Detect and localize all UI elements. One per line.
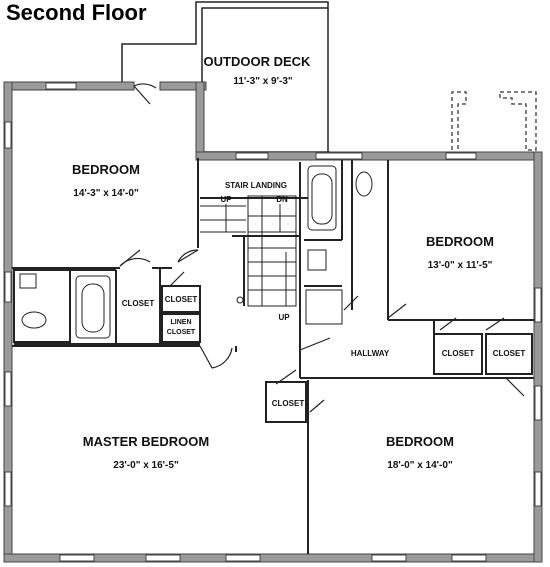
chimney-outline (451, 91, 537, 151)
window (445, 152, 477, 160)
window (534, 287, 542, 323)
closet-label-west: CLOSET (122, 299, 155, 308)
bathtub (75, 275, 111, 339)
bathtub-basin (81, 283, 105, 333)
deck-railing (121, 1, 329, 152)
room-name-bedroom-nw: BEDROOM (72, 162, 140, 177)
room-name-master-bedroom: MASTER BEDROOM (83, 434, 209, 449)
doors (119, 83, 525, 413)
toilet (355, 171, 373, 197)
shower (305, 289, 343, 325)
toilet (21, 311, 47, 329)
plan-title: Second Floor (6, 0, 147, 25)
closet-label-hall-1: CLOSET (442, 349, 475, 358)
window (59, 554, 95, 562)
bathtub-basin (311, 173, 333, 225)
window (225, 554, 261, 562)
room-name-bedroom-ne: BEDROOM (426, 234, 494, 249)
interior-walls (12, 158, 534, 554)
linen-closet-label-line2: CLOSET (167, 329, 196, 336)
linen-closet-label-line1: LINEN (171, 319, 192, 326)
outdoor-deck (121, 1, 330, 153)
window (451, 554, 487, 562)
room-dims-master-bedroom: 23'-0" x 16'-5" (113, 460, 179, 471)
fixtures (19, 165, 373, 339)
window (534, 385, 542, 421)
window (315, 152, 363, 160)
stair-landing-label: STAIR LANDING (225, 181, 287, 190)
window (371, 554, 407, 562)
room-dims-bedroom-ne: 13'-0" x 11'-5" (428, 260, 493, 271)
stair-up-lower-label: UP (278, 313, 290, 322)
sink (19, 273, 37, 289)
window (4, 121, 12, 149)
room-name-outdoor-deck: OUTDOOR DECK (204, 54, 312, 69)
window (45, 82, 77, 90)
hallway-label: HALLWAY (351, 349, 390, 358)
closet-label-center: CLOSET (165, 295, 198, 304)
stair-down-label: DN (276, 195, 288, 204)
window (4, 371, 12, 407)
sink (307, 249, 327, 271)
bathtub (307, 165, 337, 231)
staircase (200, 195, 297, 307)
window (145, 554, 181, 562)
closet-label-hall-2: CLOSET (493, 349, 526, 358)
room-dims-outdoor-deck: 11'-3" x 9'-3" (233, 76, 293, 87)
stair-up-label: UP (220, 195, 232, 204)
windows (4, 82, 542, 562)
closet-label-master: CLOSET (272, 399, 305, 408)
window (235, 152, 269, 160)
window (4, 271, 12, 303)
room-dims-bedroom-nw: 14'-3" x 14'-0" (73, 188, 139, 199)
room-name-bedroom-se: BEDROOM (386, 434, 454, 449)
window (534, 471, 542, 507)
room-dims-bedroom-se: 18'-0" x 14'-0" (387, 460, 453, 471)
window (4, 471, 12, 507)
